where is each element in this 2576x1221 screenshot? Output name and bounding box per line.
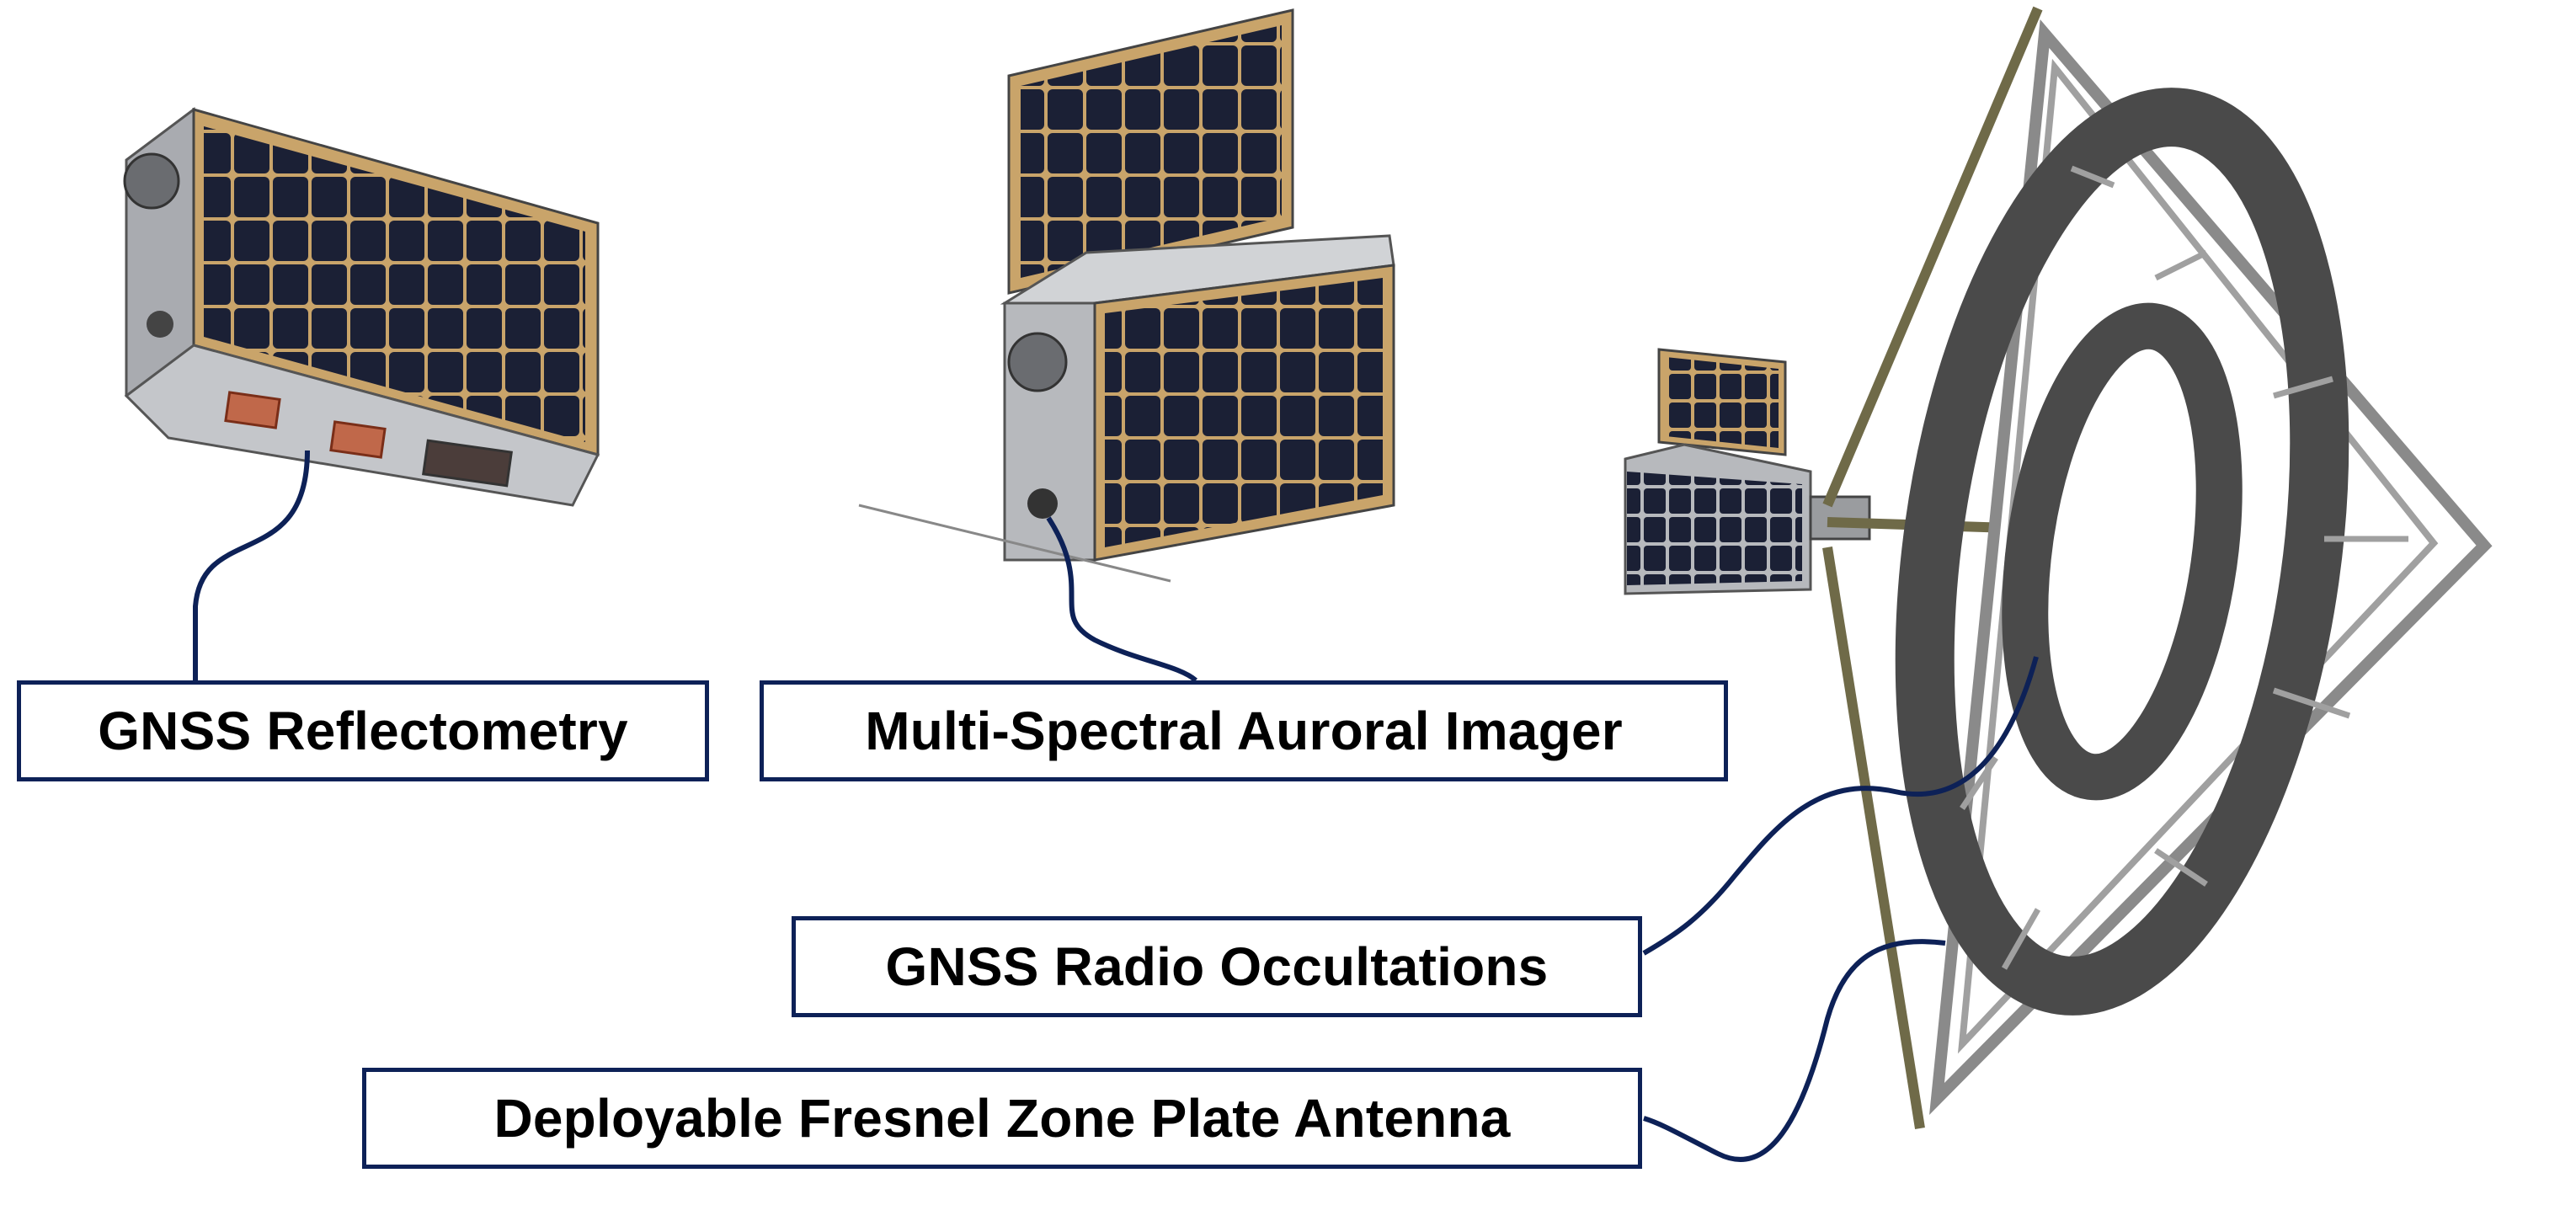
- satellite-auroral-imager-icon: [859, 10, 1394, 581]
- leader-line-gnss-r: [195, 451, 307, 680]
- label-auroral-imager: Multi-Spectral Auroral Imager: [760, 680, 1728, 781]
- label-gnss-reflectometry-text: GNSS Reflectometry: [98, 700, 628, 762]
- label-auroral-imager-text: Multi-Spectral Auroral Imager: [865, 700, 1623, 762]
- label-fresnel-antenna-text: Deployable Fresnel Zone Plate Antenna: [493, 1087, 1510, 1149]
- label-fresnel-antenna: Deployable Fresnel Zone Plate Antenna: [362, 1068, 1642, 1169]
- fresnel-zone-plate-icon: [1874, 34, 2484, 1099]
- label-radio-occultations: GNSS Radio Occultations: [792, 916, 1642, 1017]
- label-radio-occultations-text: GNSS Radio Occultations: [886, 936, 1549, 998]
- satellite-gnss-r-icon: [125, 109, 598, 505]
- label-gnss-reflectometry: GNSS Reflectometry: [17, 680, 709, 781]
